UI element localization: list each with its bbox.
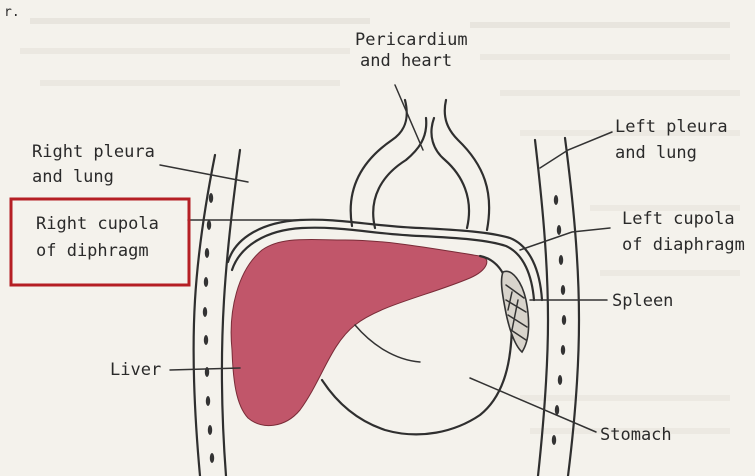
label-right-pleura-line2: and lung xyxy=(32,167,114,187)
label-left-pleura-line2: and lung xyxy=(615,143,697,163)
label-pericardium-line2: and heart xyxy=(360,51,452,71)
label-left-cupola-line1: Left cupola xyxy=(622,209,735,229)
label-pericardium-line1: Pericardium xyxy=(355,30,468,50)
label-stomach: Stomach xyxy=(600,425,672,445)
label-left-cupola-line2: of diaphragm xyxy=(622,235,745,255)
corner-mark: r. xyxy=(4,5,20,20)
label-right-pleura-line1: Right pleura xyxy=(32,142,155,162)
label-left-pleura-line1: Left pleura xyxy=(615,117,728,137)
label-right-cupola-line1: Right cupola xyxy=(36,214,159,234)
label-right-cupola-line2: of diphragm xyxy=(36,241,149,261)
label-spleen: Spleen xyxy=(612,291,673,311)
label-liver: Liver xyxy=(110,360,161,380)
